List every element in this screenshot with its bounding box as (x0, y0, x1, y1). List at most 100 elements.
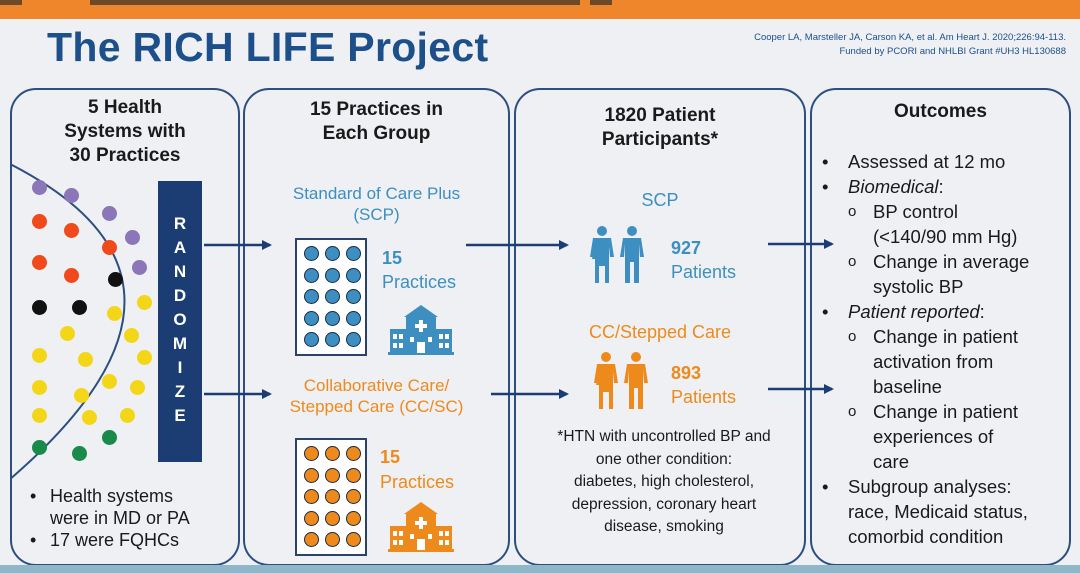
practice-dot (64, 223, 79, 238)
funding-line: Funded by PCORI and NHLBI Grant #UH3 HL1… (839, 46, 1066, 57)
circle-bullet-icon: o (848, 328, 857, 345)
bullet-list: • Health systems were in MD or PA • 17 w… (30, 486, 190, 550)
cc-patient-count: 893 (671, 363, 702, 383)
list-subitem: o Change in average systolic BP (848, 251, 1030, 297)
practice-grid-dot (346, 267, 361, 283)
hospital-icon (388, 305, 454, 355)
cc-practice-unit: Practices (380, 472, 455, 492)
practice-grid-dot (304, 289, 319, 304)
practice-dot (32, 255, 47, 270)
randomize-letter: E (174, 406, 186, 425)
practice-dot (32, 440, 47, 455)
footnote: *HTN with uncontrolled BP and one other … (557, 428, 771, 535)
page-title: The RICH LIFE Project (47, 24, 489, 70)
practice-dot (107, 306, 122, 321)
banner-segment (90, 0, 580, 5)
scp-patient-unit: Patients (671, 262, 737, 282)
randomize-letter: A (173, 238, 187, 257)
practice-dot (74, 388, 89, 403)
practice-grid-dot (346, 246, 361, 261)
bottom-banner (0, 565, 1080, 573)
cc-patients-label: CC/Stepped Care (588, 322, 732, 342)
practice-dot (102, 206, 117, 221)
list-item: • Subgroup analyses: race, Medicaid stat… (822, 476, 1028, 547)
randomize-bar: R A N D O M I Z E (158, 181, 202, 462)
practice-dot (102, 430, 117, 445)
practice-grid-dot (304, 532, 319, 547)
bullet-icon: • (30, 530, 37, 550)
practice-dot (32, 214, 47, 229)
practice-grid-dot (325, 267, 340, 283)
practice-grid-dot (304, 246, 319, 261)
banner-segment (0, 0, 22, 5)
randomize-letter: Z (174, 382, 186, 401)
practice-grid-dot (346, 332, 361, 347)
practices-panel: 15 Practices in Each Group Standard of C… (243, 88, 510, 566)
practice-grid-dot (325, 467, 340, 483)
practice-dot (60, 326, 75, 341)
practice-grid-dot (346, 489, 361, 504)
citation-line: Cooper LA, Marsteller JA, Carson KA, et … (754, 32, 1066, 43)
practice-grid-dot (304, 446, 319, 461)
circle-bullet-icon: o (848, 203, 857, 220)
panel-title: Outcomes (894, 101, 987, 122)
practice-dot (137, 295, 152, 310)
circle-bullet-icon: o (848, 403, 857, 420)
scp-practice-count: 15 (382, 248, 403, 268)
scp-practice-grid (295, 238, 367, 356)
randomize-letter: I (177, 358, 183, 377)
people-icon (594, 352, 648, 409)
practice-grid-dot (325, 510, 340, 526)
panel-title: 1820 Patient Participants* (601, 105, 719, 150)
practice-dot (137, 350, 152, 365)
list-subitem: o BP control (<140/90 mm Hg) (848, 201, 1018, 247)
patients-panel: 1820 Patient Participants* SCP 927 Patie… (514, 88, 806, 566)
practice-grid-dot (304, 332, 319, 347)
bullet-icon: • (30, 486, 37, 506)
practice-grid-dot (346, 467, 361, 483)
practice-grid-dot (304, 467, 319, 483)
randomize-letter: R (173, 214, 187, 233)
top-banner (0, 0, 1080, 19)
practice-dot (108, 272, 123, 287)
practice-grid-dot (304, 489, 319, 504)
practice-grid-dot (346, 310, 361, 326)
list-item: • Biomedical: (822, 176, 944, 197)
practice-grid-dot (346, 510, 361, 526)
practice-grid-dot (346, 289, 361, 304)
practice-dot (32, 348, 47, 363)
outcomes-list: • Assessed at 12 mo • Biomedical: o BP c… (820, 149, 1070, 549)
list-item: • Patient reported: (822, 301, 985, 322)
bullet-icon: • (822, 151, 829, 172)
practice-dot (102, 240, 117, 255)
practice-dot (32, 408, 47, 423)
practice-grid-dot (325, 532, 340, 547)
scp-patient-count: 927 (671, 238, 702, 258)
practice-dot (32, 380, 47, 395)
practice-grid-dot (304, 510, 319, 526)
practice-grid-dot (304, 310, 319, 326)
practice-dot (132, 260, 147, 275)
list-subitem: o Change in patient experiences of care (848, 401, 1019, 472)
cc-patient-unit: Patients (671, 387, 737, 407)
bullet-icon: • (822, 176, 829, 197)
bullet-icon: • (822, 476, 829, 497)
practice-dot (78, 352, 93, 367)
circle-bullet-icon: o (848, 253, 857, 270)
randomize-letter: D (173, 286, 187, 305)
panel-title: 15 Practices in Each Group (309, 99, 444, 144)
practice-dot (64, 268, 79, 283)
practice-dot (130, 380, 145, 395)
list-item: • Assessed at 12 mo (822, 151, 1006, 172)
outcomes-panel: Outcomes (810, 88, 1071, 566)
cc-group-label: Collaborative Care/ Stepped Care (CC/SC) (289, 376, 464, 416)
practice-dot (120, 408, 135, 423)
practice-grid-dot (346, 532, 361, 547)
cc-practice-grid (295, 438, 367, 556)
scp-patients-label: SCP (641, 190, 679, 210)
practice-dot (64, 188, 79, 203)
practice-dot (72, 300, 87, 315)
practice-grid-dot (325, 489, 340, 504)
citation: Cooper LA, Marsteller JA, Carson KA, et … (754, 31, 1066, 59)
